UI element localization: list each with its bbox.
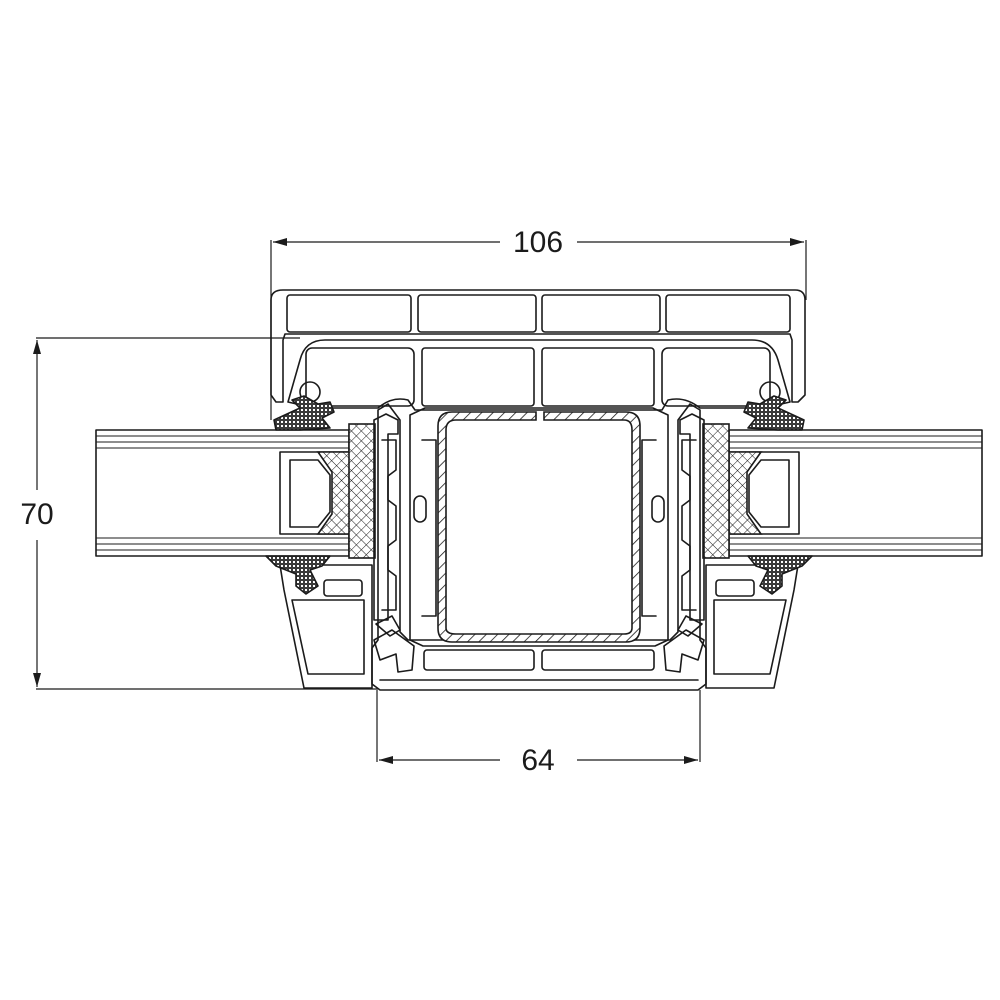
steel-reinforcement	[437, 411, 641, 643]
sash-clip-right	[677, 413, 705, 637]
dimension-64: 64	[376, 690, 701, 777]
top-gasket-right	[743, 395, 805, 431]
dimension-106-label: 106	[513, 226, 563, 259]
glazing-bead-right	[705, 564, 799, 689]
thermal-break-left	[348, 423, 376, 559]
thermal-break-right	[702, 423, 730, 559]
sash-clip-left	[373, 413, 401, 637]
glazing-right	[728, 429, 983, 557]
cover-cap	[270, 289, 806, 403]
dimension-70: 70	[20, 337, 378, 690]
glazing-bead-left	[279, 564, 373, 689]
mullion-head	[287, 339, 791, 411]
bottom-gasket-right	[747, 555, 813, 595]
dimension-70-label: 70	[20, 498, 53, 531]
dimension-64-label: 64	[521, 744, 554, 777]
bottom-gasket-left	[265, 555, 331, 595]
mullion-body	[371, 403, 707, 691]
dimension-106: 106	[270, 226, 807, 420]
glazing-left	[95, 429, 351, 557]
